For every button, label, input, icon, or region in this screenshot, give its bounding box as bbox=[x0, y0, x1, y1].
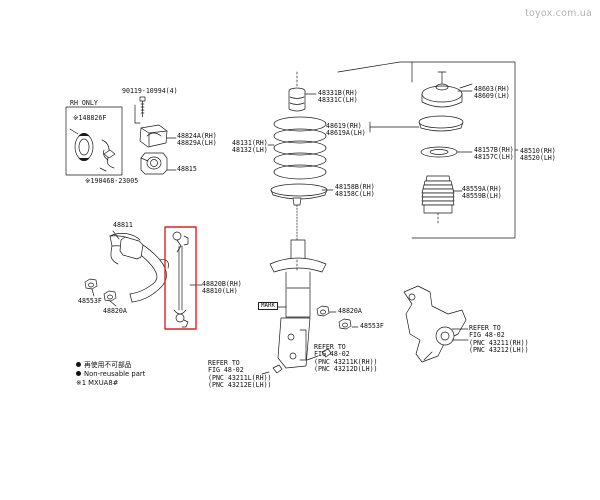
part-label-48811: 48811 bbox=[113, 221, 133, 229]
legend-line-1-text: 再使用不可部品 bbox=[84, 361, 132, 369]
legend: 再使用不可部品 Non-reusable part ※1 MXUA8# bbox=[76, 361, 145, 389]
nut-48553F-left bbox=[84, 278, 98, 290]
part-label-48820A-left: 48820A bbox=[103, 307, 127, 315]
nut-48820A-left bbox=[103, 290, 117, 302]
legend-line-2: Non-reusable part bbox=[76, 370, 145, 379]
mark-label: MARK bbox=[258, 302, 278, 310]
bolt-90119 bbox=[139, 96, 146, 118]
part-label-48131: 48131(RH) 48132(LH) bbox=[232, 139, 268, 155]
bullet-dot-icon bbox=[76, 362, 81, 367]
rh-only-frame bbox=[65, 106, 123, 176]
stabilizer-link-48820B bbox=[172, 231, 189, 328]
part-label-48820A-center: 48820A bbox=[338, 307, 362, 315]
strut-bolt-lower bbox=[261, 364, 283, 375]
bearing-48157B bbox=[420, 146, 458, 158]
part-label-48553F-center: 48553F bbox=[360, 322, 384, 330]
coil-spring-48131 bbox=[273, 116, 327, 180]
nut-48553F-center bbox=[338, 318, 352, 330]
rh-only-label: RH ONLY bbox=[70, 99, 98, 107]
legend-line-1: 再使用不可部品 bbox=[76, 361, 145, 370]
clip-part-148826F bbox=[74, 132, 115, 169]
strut-bolt-upper bbox=[306, 348, 332, 361]
part-label-48619: 48619(RH) 48619A(LH) bbox=[326, 122, 366, 138]
highlight-box bbox=[164, 226, 197, 330]
stabilizer-bracket-48824A bbox=[139, 124, 168, 148]
part-label-48331B: 48331B(RH) 48331C(LH) bbox=[318, 89, 358, 105]
part-label-48157B: 48157B(RH) 48157C(LH) bbox=[474, 146, 514, 162]
retainer-clip bbox=[103, 149, 116, 159]
bullet-dot-icon bbox=[76, 371, 81, 377]
legend-line-3: ※1 MXUA8# bbox=[76, 379, 119, 388]
nut-48820A-center bbox=[316, 305, 330, 317]
bump-stop-48331B bbox=[288, 71, 306, 112]
assembly-bracket-lines bbox=[337, 61, 519, 239]
stabilizer-bushing-48815 bbox=[140, 152, 168, 175]
steering-knuckle bbox=[403, 285, 467, 363]
shock-absorber-48510 bbox=[269, 197, 327, 369]
part-label-148826F: ※148826F bbox=[73, 114, 107, 122]
part-label-48510: 48510(RH) 48520(LH) bbox=[520, 147, 556, 163]
part-label-48815: 48815 bbox=[177, 165, 197, 173]
watermark: toyox.com.ua bbox=[525, 8, 592, 19]
legend-line-2-text: Non-reusable part bbox=[84, 370, 146, 379]
spring-seat-48158B bbox=[270, 183, 328, 200]
part-label-48603: 48603(RH) 48609(LH) bbox=[474, 85, 510, 101]
part-label-48158B: 48158B(RH) 48158C(LH) bbox=[335, 183, 375, 199]
part-label-48824A: 48824A(RH) 48829A(LH) bbox=[177, 132, 217, 148]
part-label-48820B: 48820B(RH) 48810(LH) bbox=[202, 280, 242, 296]
part-label-48559A: 48559A(RH) 48559B(LH) bbox=[462, 185, 502, 201]
refer-label-left: REFER TO FIG 48-02 (PNC 43211L(RH)) (PNC… bbox=[208, 359, 272, 390]
dust-boot-48559A bbox=[421, 175, 455, 226]
refer-label-right: REFER TO FIG 48-02 (PNC 43211(RH)) (PNC … bbox=[469, 324, 529, 355]
part-label-90119: 90119-10994(4) bbox=[122, 87, 178, 95]
refer-label-center: REFER TO FIG 48-02 (PNC 43211K(RH)) (PNC… bbox=[314, 343, 378, 374]
upper-seat-48619 bbox=[418, 115, 464, 132]
bar-bushing bbox=[119, 236, 144, 260]
part-label-48553F-left: 48553F bbox=[78, 297, 102, 305]
strut-mount-48603 bbox=[421, 71, 463, 108]
part-label-190468: ※190468-23005 bbox=[85, 177, 139, 185]
